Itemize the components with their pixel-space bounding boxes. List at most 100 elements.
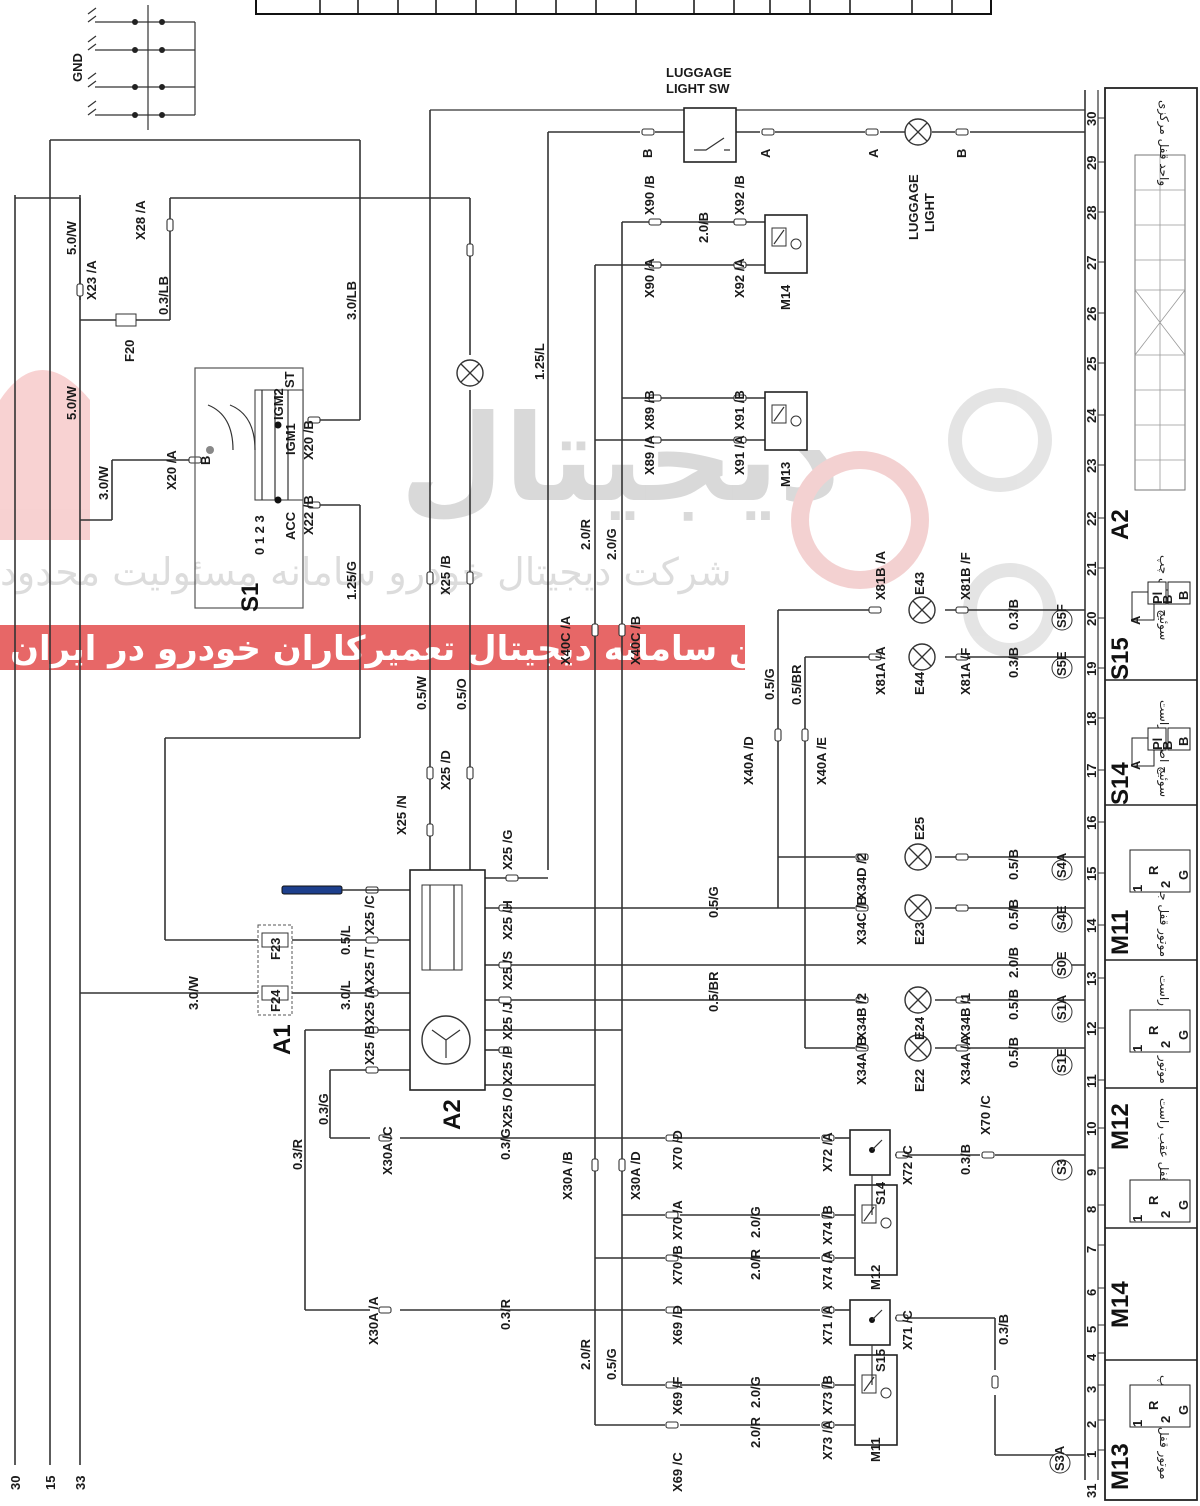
svg-text:X70 /D: X70 /D [670,1130,685,1170]
svg-text:F20: F20 [122,340,137,362]
svg-text:X40A /D: X40A /D [741,736,756,785]
svg-text:X91 /A: X91 /A [732,435,747,475]
svg-text:IGM1: IGM1 [283,423,298,455]
legend-m13: M13 [1107,1443,1134,1490]
svg-text:0.5/B: 0.5/B [1006,989,1021,1020]
legend-panel: واحد قفل مرکزی A2 S15 سوئیچ اصلی چپ S14 … [1104,87,1198,1501]
switch-s14: S14 [835,1129,891,1215]
e25-lamp-icon [904,843,932,871]
svg-text:5.0/W: 5.0/W [64,220,79,255]
svg-text:X20 /B: X20 /B [301,420,316,460]
svg-text:1.25/G: 1.25/G [344,561,359,600]
svg-text:B: B [1176,737,1191,746]
svg-text:X73 /B: X73 /B [820,1375,835,1415]
svg-text:M11: M11 [868,1437,883,1462]
a1-label: A1 [269,1024,296,1055]
svg-text:X74 /B: X74 /B [820,1205,835,1245]
grid-number: 27 [1084,256,1099,270]
motor-m13: M13 [764,391,808,487]
motor-m12: M12 [835,1184,898,1290]
legend-s14-pins: A Pl B B [1128,727,1191,770]
svg-text:1.25/L: 1.25/L [532,343,547,380]
svg-text:0 1 2 3: 0 1 2 3 [252,515,267,555]
svg-text:X30A /D: X30A /D [628,1151,643,1200]
svg-text:X71 /A: X71 /A [820,1305,835,1345]
grid-number: 30 [1084,112,1099,126]
svg-text:X81A /F: X81A /F [958,648,973,695]
svg-text:X34B /1: X34B /1 [958,993,973,1040]
svg-text:2.0/B: 2.0/B [696,212,711,243]
svg-text:S3A: S3A [1052,1445,1067,1471]
svg-text:X34D /2: X34D /2 [854,853,869,900]
svg-text:X92 /B: X92 /B [732,175,747,215]
svg-text:X71 /C: X71 /C [900,1310,915,1350]
legend-central-lock: واحد قفل مرکزی [1156,100,1171,186]
svg-text:X91 /B: X91 /B [732,390,747,430]
motor-pin-label: 2 [1158,881,1173,888]
svg-text:0.3/B: 0.3/B [1006,599,1021,630]
gnd-block: GND [70,5,196,130]
svg-text:X70 /C: X70 /C [978,1095,993,1135]
svg-text:X70 /B: X70 /B [670,1245,685,1285]
lock-unit-graphic [1134,154,1186,491]
svg-text:0.3/R: 0.3/R [498,1298,513,1330]
grid-number: 7 [1084,1246,1099,1253]
s1-ignition-switch: ST IGM2 IGM1 ACC 0 1 2 3 B S1 [194,367,304,612]
svg-text:E22: E22 [912,1069,927,1092]
motor-pin-label: G [1176,1030,1191,1040]
svg-text:B: B [1176,591,1191,600]
grid-number: 29 [1084,156,1099,170]
svg-text:X89 /A: X89 /A [642,435,657,475]
svg-text:X34C /B: X34C /B [854,896,869,945]
svg-text:ST: ST [282,371,297,388]
svg-text:0.5/G: 0.5/G [604,1348,619,1380]
grid-number: 28 [1084,206,1099,220]
svg-text:2.0/R: 2.0/R [748,1416,763,1448]
svg-text:X25 /B: X25 /B [438,555,453,595]
a1-fuse-box: F23 F24 A1 [257,924,296,1055]
svg-text:0.5/G: 0.5/G [706,886,721,918]
switch-s15: S15 [835,1299,891,1385]
svg-text:M13: M13 [778,462,793,487]
svg-text:B: B [1160,741,1175,750]
grid-numbers: 3029282726252423222120191817161514131211… [1084,112,1105,1498]
a2-label: A2 [439,1099,466,1130]
grid-number: 26 [1084,307,1099,321]
motor-pin-label: G [1176,870,1191,880]
grid-number: 21 [1084,562,1099,576]
lamp-labels: E22 E23 E24 E25 E43 E44 [912,572,927,1092]
watermark-banner: اولین سامانه دیجیتال تعمیرکاران خودرو در… [0,625,819,670]
svg-text:X25 /J: X25 /J [500,1002,515,1040]
grid-number: 20 [1084,612,1099,626]
svg-text:X25 /S: X25 /S [500,951,515,990]
svg-text:0.5/B: 0.5/B [1006,1037,1021,1068]
svg-text:X69 /F: X69 /F [670,1377,685,1415]
wiring [15,90,1099,1480]
grid-number: 15 [1084,867,1099,881]
grid-number: 1 [1084,1451,1099,1458]
svg-text:IGM2: IGM2 [271,388,286,420]
legend-m11: M11 [1107,910,1134,955]
grid-number: 17 [1084,764,1099,778]
connector-labels: X23 /A X28 /A X20 /A X20 /B X22 /B X25 /… [84,175,993,1492]
svg-text:A: A [758,148,773,158]
motor-pin-label: 1 [1130,1215,1145,1222]
svg-text:X72 /A: X72 /A [820,1132,835,1172]
svg-text:0.3/LB: 0.3/LB [156,276,171,315]
grid-number: 25 [1084,357,1099,371]
svg-text:S4A: S4A [1054,852,1069,878]
motor-pin-label: G [1176,1405,1191,1415]
power-rails: 30 15 33 [8,140,88,1490]
svg-text:0.3/B: 0.3/B [1006,647,1021,678]
svg-text:0.5/BR: 0.5/BR [706,971,721,1012]
rail-30-label: 30 [8,1476,23,1490]
grid-number: 4 [1084,1353,1099,1361]
svg-text:B: B [1160,595,1175,604]
svg-text:X30A /A: X30A /A [366,1296,381,1345]
wire-labels: 5.0/W 0.3/LB 5.0/W 3.0/W 3.0/LB 1.25/G 0… [64,212,1021,1448]
svg-text:S5E: S5E [1054,651,1069,676]
svg-text:S15: S15 [873,1349,888,1372]
watermark-slogan: اولین سامانه دیجیتال تعمیرکاران خودرو در… [10,629,819,669]
svg-text:X25 /T: X25 /T [362,947,377,985]
